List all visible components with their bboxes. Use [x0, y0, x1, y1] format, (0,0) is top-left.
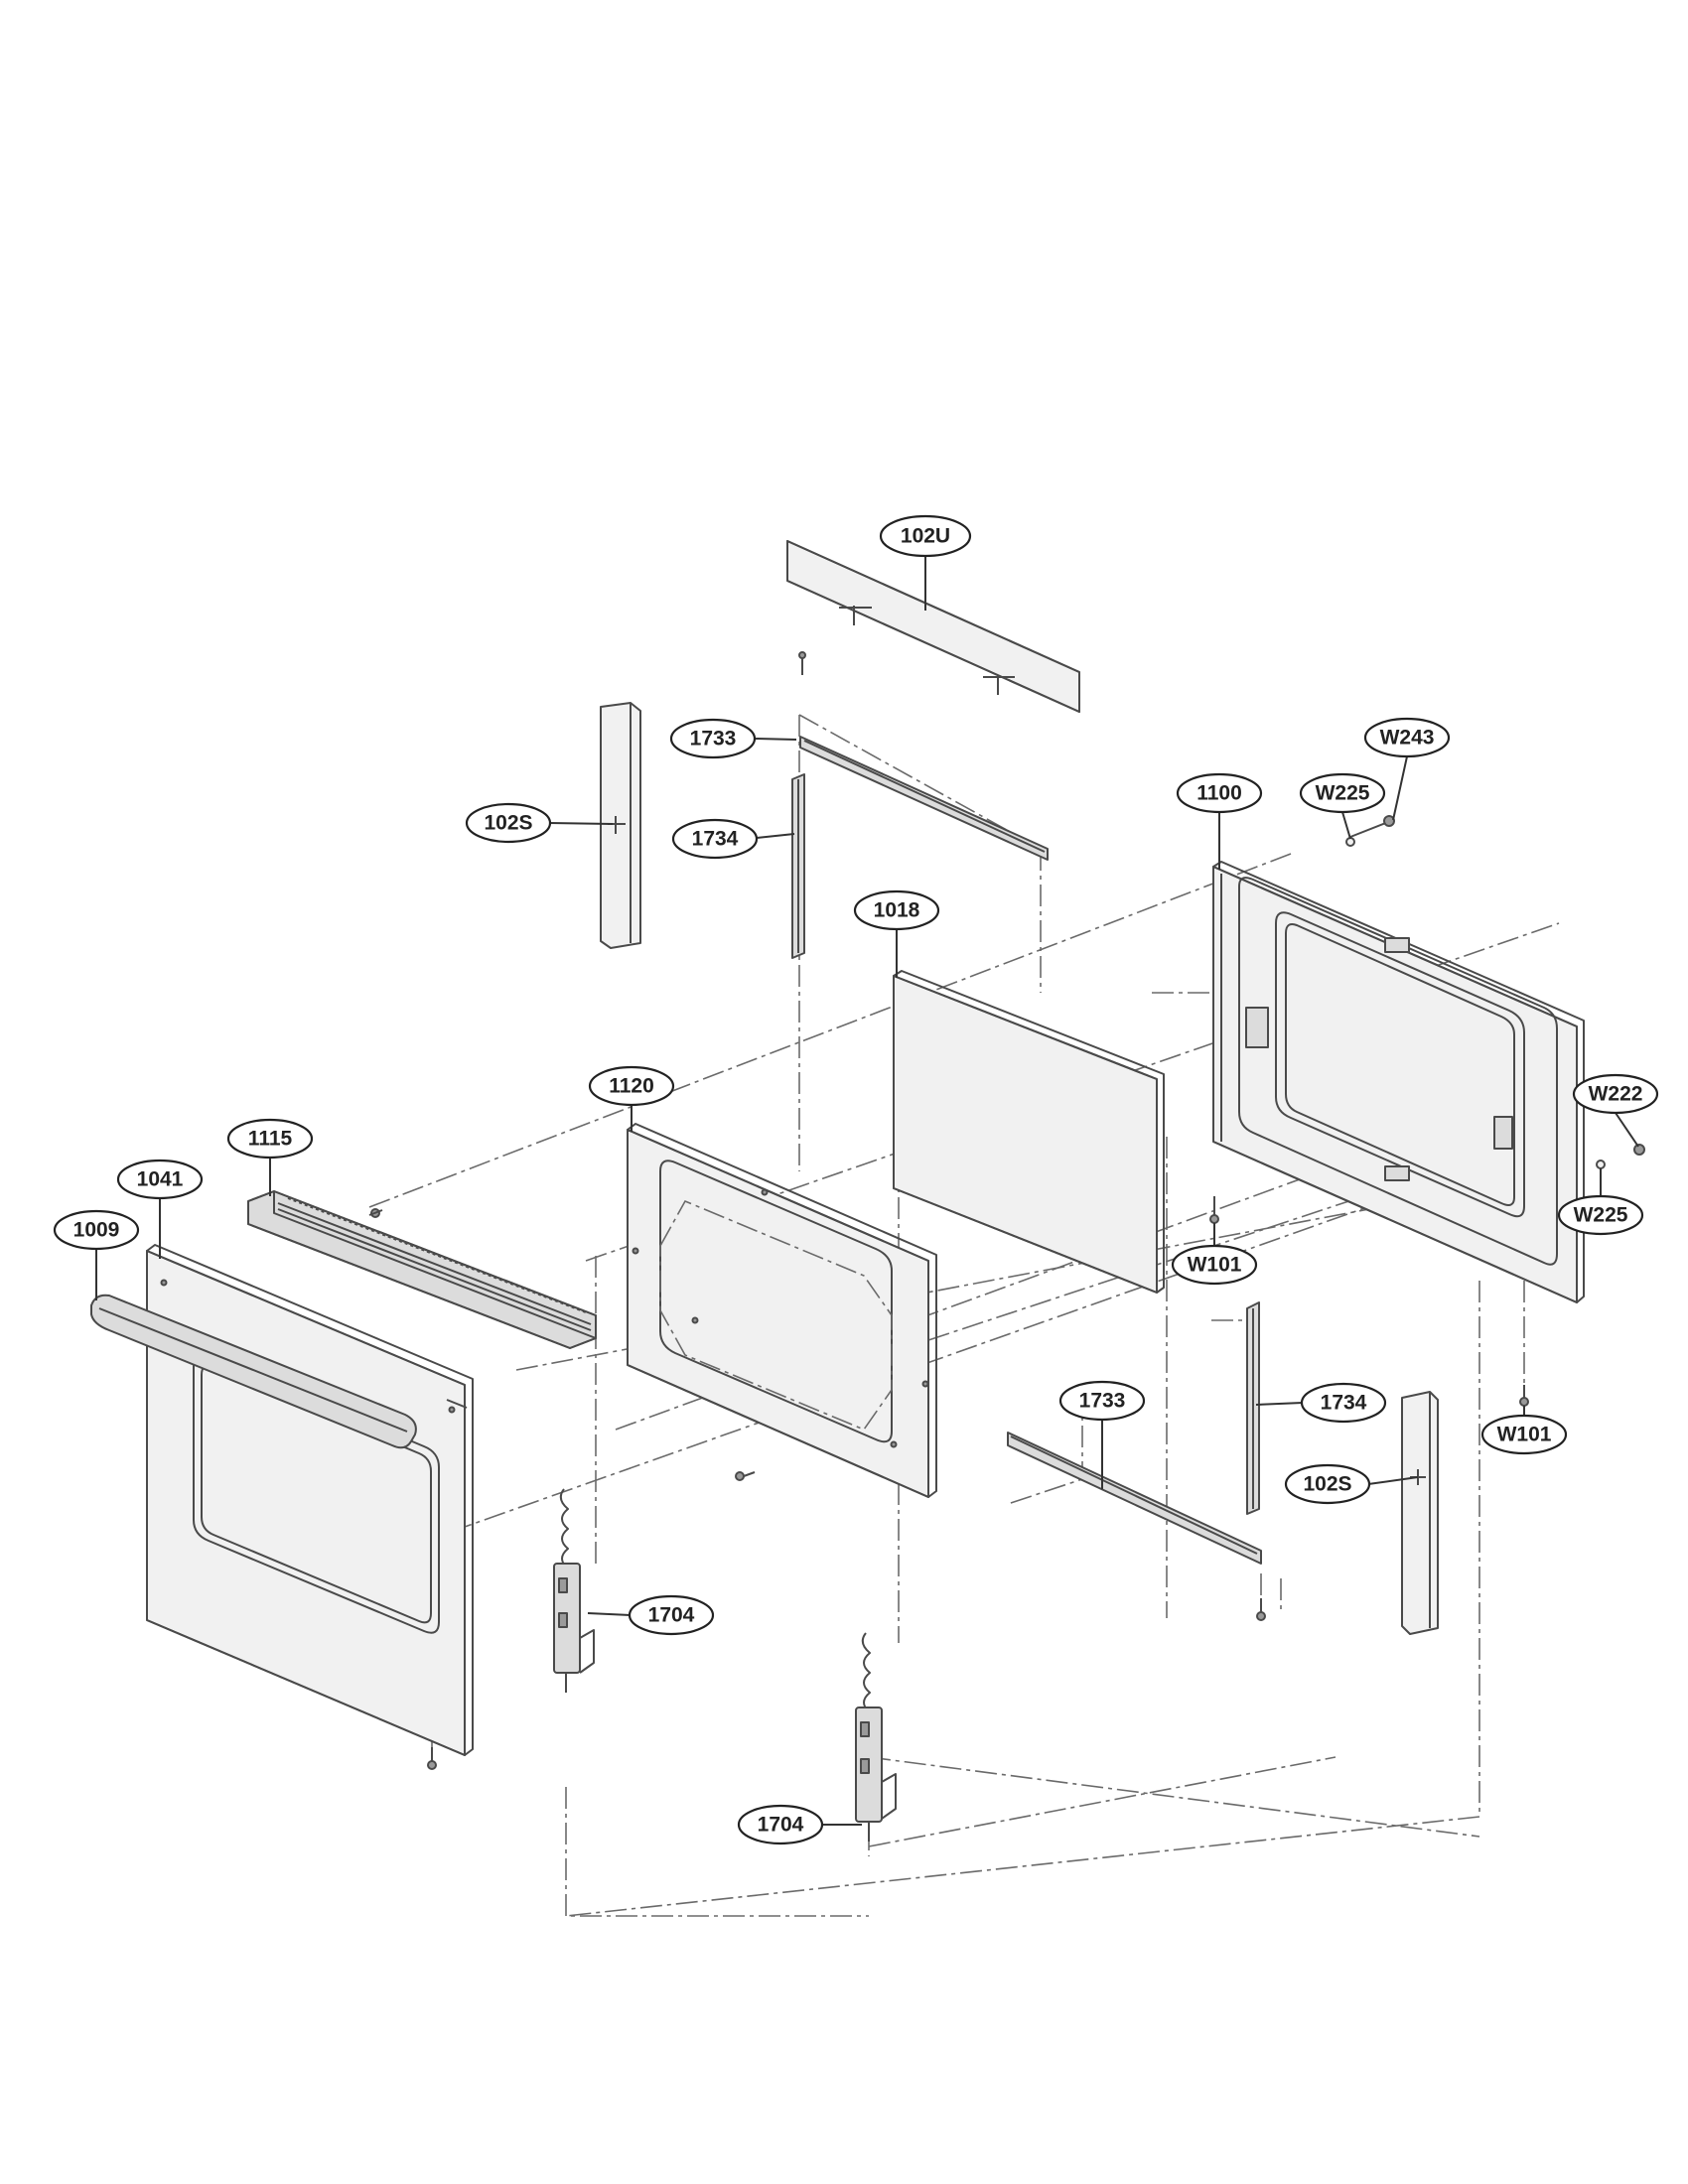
svg-text:W222: W222	[1589, 1083, 1643, 1106]
callout-W101-right: W101	[1480, 1414, 1568, 1455]
callout-1115: 1115	[226, 1118, 314, 1160]
svg-text:W101: W101	[1497, 1424, 1552, 1446]
screw-W101-mid	[1209, 1196, 1219, 1224]
leader-lines	[95, 556, 1639, 1826]
svg-text:1120: 1120	[609, 1075, 654, 1098]
callout-1009: 1009	[53, 1209, 140, 1251]
screw-1120-lower	[735, 1471, 756, 1481]
bolt-W243	[1349, 815, 1395, 838]
svg-text:1041: 1041	[137, 1168, 184, 1191]
part-102S-right-block	[1401, 1391, 1439, 1635]
callout-1100: 1100	[1176, 772, 1263, 814]
part-1041-outer-door	[146, 1244, 474, 1756]
svg-text:W225: W225	[1316, 782, 1370, 805]
callout-1733-top: 1733	[669, 718, 757, 759]
screw-1733-bottom	[1256, 1598, 1266, 1621]
callout-W225-right: W225	[1557, 1194, 1644, 1236]
svg-text:1018: 1018	[874, 899, 920, 922]
svg-text:1009: 1009	[73, 1219, 120, 1242]
callout-1704-bottom: 1704	[737, 1804, 824, 1845]
callout-W222: W222	[1572, 1073, 1659, 1115]
screw-1115	[368, 1208, 383, 1218]
part-1733-top-channel	[799, 736, 1049, 861]
callout-102S-left: 102S	[465, 802, 552, 844]
part-1734-bottom-strip	[1246, 1301, 1260, 1515]
svg-text:1734: 1734	[1321, 1392, 1367, 1415]
callout-1041: 1041	[116, 1159, 204, 1200]
svg-text:1733: 1733	[1079, 1390, 1126, 1413]
washer-W225-top	[1345, 837, 1355, 847]
part-1009-door-handle	[90, 1294, 417, 1449]
svg-text:1734: 1734	[692, 828, 739, 851]
callout-1734-top: 1734	[671, 818, 759, 860]
callout-102U: 102U	[879, 514, 972, 558]
callout-W243: W243	[1363, 717, 1451, 758]
screw-door-bottom	[427, 1747, 437, 1770]
svg-text:W243: W243	[1380, 727, 1435, 750]
part-1733-bottom-channel	[1007, 1432, 1262, 1565]
part-1100-inner-frame	[1212, 861, 1585, 1303]
part-1734-top-strip	[791, 773, 805, 959]
svg-text:1704: 1704	[648, 1604, 695, 1627]
part-1018-glass-panel	[893, 970, 1165, 1294]
svg-text:1100: 1100	[1196, 782, 1242, 805]
part-1120-middle-frame	[627, 1123, 937, 1498]
part-102S-left-block	[600, 702, 641, 949]
part-102U-top-trim	[786, 540, 1080, 713]
callout-1733-bottom: 1733	[1058, 1380, 1146, 1422]
part-1704-hinge-bottom	[855, 1632, 897, 1842]
svg-text:102S: 102S	[484, 812, 532, 835]
screw-W101-right	[1519, 1385, 1529, 1407]
callout-1120: 1120	[588, 1065, 675, 1107]
svg-text:1704: 1704	[758, 1814, 804, 1837]
washer-W225-right	[1596, 1160, 1606, 1169]
part-1115-vent-bracket	[247, 1190, 597, 1349]
callout-1018: 1018	[853, 889, 940, 931]
svg-text:1733: 1733	[690, 728, 737, 751]
svg-text:1115: 1115	[248, 1128, 293, 1151]
callout-1704-left: 1704	[628, 1594, 715, 1636]
screw-top	[798, 651, 806, 675]
callout-1734-bottom: 1734	[1300, 1382, 1387, 1424]
part-1704-hinge-left	[553, 1488, 595, 1693]
callout-W101-mid: W101	[1171, 1244, 1258, 1286]
screw-W222	[1633, 1144, 1645, 1156]
svg-text:W225: W225	[1574, 1204, 1628, 1227]
callout-102S-right: 102S	[1284, 1463, 1371, 1505]
callout-W225-top: W225	[1299, 772, 1386, 814]
svg-text:W101: W101	[1188, 1254, 1242, 1277]
svg-text:102S: 102S	[1303, 1473, 1351, 1496]
svg-text:102U: 102U	[901, 525, 950, 548]
